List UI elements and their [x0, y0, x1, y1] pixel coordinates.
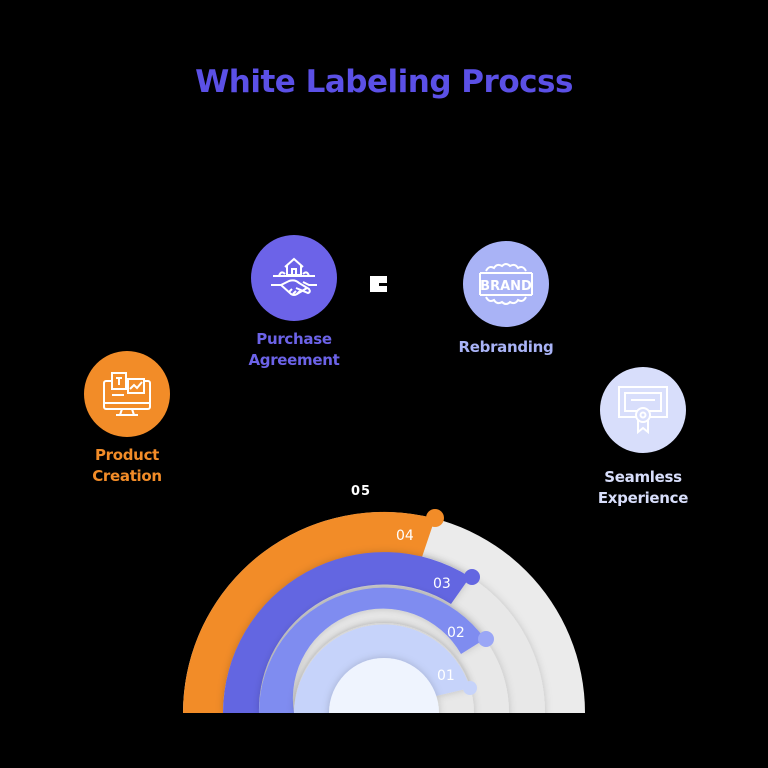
- step-rebranding: BRAND Rebranding: [449, 241, 563, 358]
- page-title: White Labeling Procss: [195, 64, 573, 100]
- ring-04-arc: [182, 511, 435, 713]
- step-circle: [251, 235, 337, 321]
- step-circle: [600, 367, 686, 453]
- chart-center: [329, 658, 439, 713]
- ring-05-label: 05: [351, 484, 372, 499]
- ring-01-label: 01: [437, 668, 455, 684]
- step-label: Seamless Experience: [597, 468, 689, 507]
- step-product-creation: Product Creation: [70, 351, 184, 487]
- ring-02-label: 02: [447, 625, 465, 641]
- handshake-house-icon: [271, 257, 317, 296]
- step-seamless-experience: Seamless Experience: [586, 367, 700, 509]
- step-purchase-agreement: Purchase Agreement: [237, 235, 351, 371]
- ring-03-dot: [464, 569, 480, 585]
- ring-04-dot: [426, 509, 444, 527]
- ring-01-arc: [294, 624, 470, 713]
- step-label: Purchase Agreement: [248, 330, 340, 369]
- ring-01-dot: [463, 681, 477, 695]
- ring-02-arc: [258, 587, 485, 713]
- step-label: Rebranding: [458, 338, 554, 356]
- step-label: Product Creation: [92, 446, 162, 485]
- ring-03-label: 03: [433, 576, 451, 592]
- svg-text:BRAND: BRAND: [480, 279, 532, 294]
- ring-02-dot: [478, 631, 494, 647]
- ring-03-arc: [223, 552, 470, 713]
- certificate-icon: [618, 386, 668, 435]
- ring-04-label: 04: [396, 528, 414, 544]
- monitor-design-icon: [103, 372, 151, 416]
- brand-badge-icon: BRAND: [479, 263, 533, 305]
- placeholder-marker-icon: [370, 276, 387, 292]
- step-circle: BRAND: [463, 241, 549, 327]
- step-circle: [84, 351, 170, 437]
